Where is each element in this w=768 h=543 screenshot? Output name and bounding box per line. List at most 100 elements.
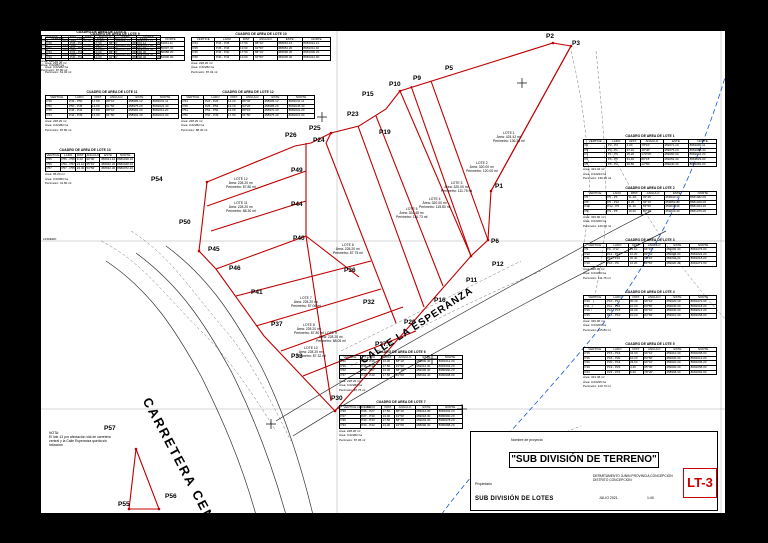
point-label: P36 (344, 267, 356, 274)
note-block: NOTA: El lote 13 por afectación vial de … (49, 431, 111, 447)
table-cell: P5 (582, 161, 608, 168)
lot-name: LOTE 8 (303, 323, 315, 327)
table-cell: 24.10 (75, 161, 86, 168)
table-cell: P56 - P57 (59, 161, 77, 168)
table-area: Área: 424.42 m² (583, 167, 605, 172)
table-area: Área: 320.00 m² (583, 318, 605, 323)
table-cell: 6.20 (628, 369, 644, 376)
table-perimeter: Perímetro: 41.80 ml (45, 181, 72, 186)
sheet-code: LT-3 (683, 468, 717, 498)
lot-name: LOTE 1 (502, 131, 515, 135)
table-cell: 458996.30 (414, 423, 439, 429)
lot-name: LOTE 10 (304, 346, 318, 350)
table-cell: 54°50' (84, 166, 101, 172)
table-area: Área: 228.20 m² (191, 60, 213, 65)
table-area2: Área: 0.03200 ha (583, 323, 607, 328)
lot-perimeter: Perímetro: 87.06 ml (291, 304, 321, 308)
district-line: DISTRITO CONCEPCION (593, 478, 632, 482)
point-label: P10 (389, 81, 401, 88)
owner-label-text: Propietario (475, 482, 492, 486)
sheet-date: JULIO 2021 (599, 496, 618, 500)
point-label: P3 (572, 40, 580, 47)
table-perimeter: Perímetro: 136.26 ml (583, 176, 612, 181)
table-cell: 8680998.00 (437, 373, 463, 379)
table-cell: 459030.40 (663, 209, 690, 215)
lot-perimeter: Perímetro: 136.26 ml (493, 139, 525, 143)
table-cell: 91°50' (394, 373, 416, 379)
table-cell: 8681006.20 (135, 53, 162, 59)
table-cell: P37 (339, 373, 361, 379)
table-area2: Área: 0.04244 ha (583, 171, 607, 176)
table-cell: P33 - P32 (359, 423, 383, 429)
point-label: P41 (251, 289, 263, 296)
table-cell: 8681012.00 (301, 55, 332, 61)
table-cell: 8681068.00 (689, 313, 717, 319)
lot-perimeter: Perímetro: 88.05 ml (316, 339, 346, 343)
point-label: P16 (434, 297, 446, 304)
table-cell: 458940.20 (99, 161, 117, 168)
table-title: CUADRO DE AREA DE LOTE 6 (376, 350, 426, 354)
project-label: Nombre de proyecto (511, 438, 543, 442)
table-perimeter: Perímetro: 87.75 ml (339, 387, 366, 392)
lot-perimeter: Perímetro: 87.32 ml (296, 354, 326, 358)
lot-name: LOTE 12 (234, 177, 248, 181)
point-label: P19 (379, 129, 391, 136)
table-area: Área: 320.00 m² (583, 214, 605, 219)
point-label: P27 (375, 341, 387, 348)
table-area2: Área: 0.02282 ha (191, 65, 215, 70)
table-title: CUADRO DE AREA DE LOTE 11 (86, 90, 138, 94)
lot-name: LOTE 11 (234, 201, 248, 205)
department-line: DEPARTAMENTO JUNIN PROVINCIA CONCEPCION (593, 474, 673, 478)
point-label: P30 (331, 395, 343, 402)
point-label: P15 (362, 91, 374, 98)
point-label: P5 (445, 65, 453, 72)
table-cell: 10.20 (628, 261, 644, 267)
table-cell: 459040.40 (662, 161, 690, 168)
table-cell: 80°15' (641, 209, 665, 215)
table-cell: 13.00 (381, 423, 396, 429)
table-cell: 459000.40 (276, 55, 303, 61)
lot-area: Área: 424.42 m² (496, 135, 521, 139)
table-perimeter: Perímetro: 115.80 ml (583, 327, 611, 332)
lot-name: LOTE 5 (405, 207, 418, 211)
table-cell: P20 (41, 53, 63, 59)
table-cell: P50 (180, 113, 205, 119)
point-label: P1 (495, 183, 503, 190)
table-area2: Área: 0.03245 ha (583, 379, 607, 384)
table-cell: P40 - P44 (214, 55, 240, 61)
point-label: P20 (404, 319, 416, 326)
note-title: NOTA: (49, 431, 60, 435)
table-area2: Área: 0.00950 ha (45, 176, 69, 181)
table-area2: Área: 0.02282 ha (339, 383, 363, 388)
vertex-markers (127, 41, 573, 511)
point-label: P56 (165, 493, 177, 500)
lot-perimeter: Perímetro: 120.00 ml (466, 169, 498, 173)
table-header-cell: ANGULO (84, 152, 101, 159)
table-area2: Área: 0.02282 ha (45, 123, 69, 128)
table-cell: 458931.10 (99, 157, 117, 163)
table-header-cell: VERTICE (45, 152, 61, 159)
table-perimeter: Perímetro: 87.32 ml (191, 69, 218, 74)
table-cell: 17.50 (381, 373, 396, 379)
table-area: Área: 228.20 m² (339, 378, 361, 383)
table-cell: 8681021.00 (151, 113, 179, 119)
table-cell: 8681072.00 (689, 261, 717, 267)
table-cell: P55 - P56 (59, 157, 77, 163)
